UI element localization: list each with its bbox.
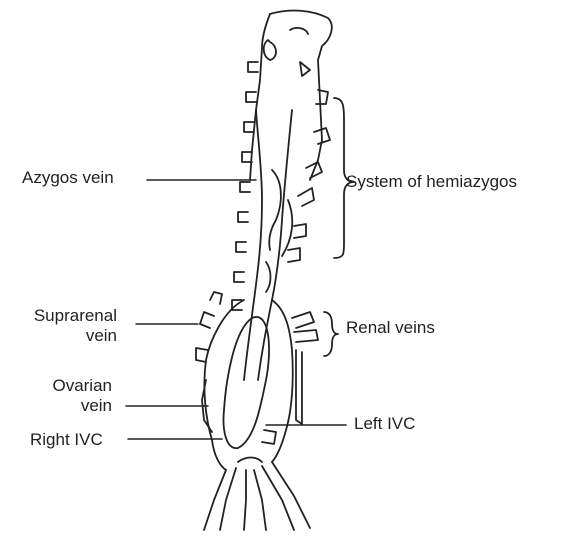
upper-trunk-outline (250, 11, 332, 180)
label-suprarenal-line1: Suprarenal (17, 306, 117, 326)
label-right-ivc: Right IVC (30, 430, 103, 450)
label-azygos-vein: Azygos vein (22, 168, 114, 188)
hemiazygos-branches (288, 90, 330, 262)
label-renal-veins: Renal veins (346, 318, 435, 338)
label-suprarenal-vein: Suprarenal vein (17, 306, 117, 346)
iliac-bifurcation (204, 458, 310, 531)
label-ovarian-line1: Ovarian (40, 376, 112, 396)
renal-bracket (324, 312, 338, 356)
label-ovarian-vein: Ovarian vein (40, 376, 112, 416)
label-system-of-hemiazygos: System of hemiazygos (346, 172, 517, 192)
left-intercostal-branches (232, 62, 258, 310)
label-ovarian-line2: vein (40, 396, 112, 416)
label-left-ivc: Left IVC (354, 414, 415, 434)
label-suprarenal-line2: vein (17, 326, 117, 346)
ivc-region (196, 292, 318, 470)
